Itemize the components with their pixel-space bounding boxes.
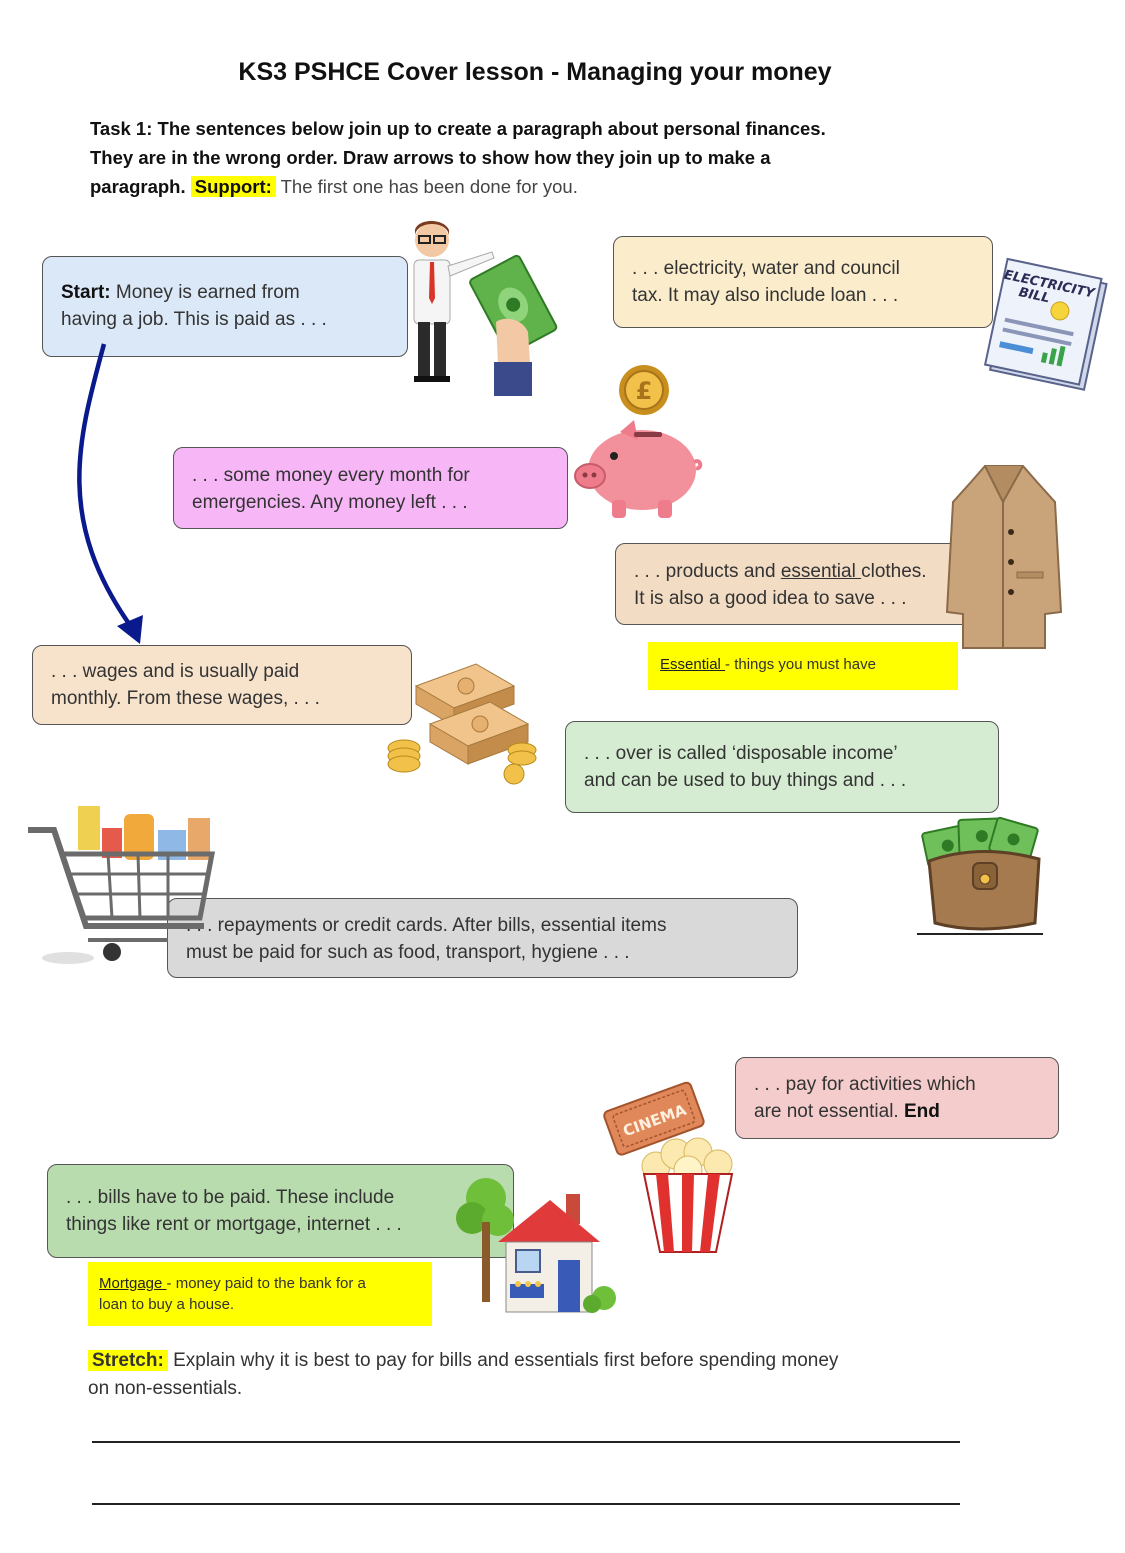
money-stack-icon — [387, 663, 537, 785]
start-label: Start: — [61, 282, 111, 303]
coat-icon — [945, 465, 1063, 649]
end-label: End — [903, 1101, 940, 1122]
mortgage-definition-1: - money paid to the bank for a — [166, 1275, 366, 1292]
repayments-line-1: . . . repayments or credit cards. After … — [186, 915, 667, 936]
definition-essential: Essential - things you must have — [648, 642, 958, 690]
svg-text:£: £ — [636, 377, 653, 405]
electricity-line-2: tax. It may also include loan . . . — [632, 285, 899, 306]
popcorn-icon — [641, 1137, 734, 1253]
answer-line-2[interactable] — [92, 1503, 960, 1505]
activities-line-2: are not essential. — [754, 1101, 904, 1122]
activities-line-1: . . . pay for activities which — [754, 1074, 976, 1095]
start-line-2: having a job. This is paid as . . . — [61, 309, 327, 330]
bills-line-2: things like rent or mortgage, internet .… — [66, 1214, 402, 1235]
task-line-1: Task 1: The sentences below join up to c… — [90, 118, 826, 139]
bills-line-1: . . . bills have to be paid. These inclu… — [66, 1187, 395, 1208]
disposable-line-1: . . . over is called ‘disposable income’ — [584, 743, 898, 764]
sentence-box-repayments[interactable]: . . . repayments or credit cards. After … — [167, 898, 798, 978]
businessman-icon — [413, 221, 495, 382]
savings-line-2: emergencies. Any money left . . . — [192, 492, 468, 513]
products-line-1b: clothes. — [861, 561, 927, 582]
sentence-box-disposable[interactable]: . . . over is called ‘disposable income’… — [565, 721, 999, 813]
products-line-2: It is also a good idea to save . . . — [634, 588, 907, 609]
mortgage-definition-2: loan to buy a house. — [99, 1296, 235, 1313]
repayments-line-2: must be paid for such as food, transport… — [186, 942, 630, 963]
bill-title-2: BILL — [1017, 285, 1051, 306]
support-label: Support: — [190, 176, 276, 197]
disposable-line-2: and can be used to buy things and . . . — [584, 770, 907, 791]
task-instructions: Task 1: The sentences below join up to c… — [90, 114, 990, 201]
sentence-box-electricity[interactable]: . . . electricity, water and council tax… — [613, 236, 993, 328]
answer-line-1[interactable] — [92, 1441, 960, 1443]
shopping-trolley-icon — [28, 806, 216, 964]
sentence-box-activities[interactable]: . . . pay for activities which are not e… — [735, 1057, 1059, 1139]
sentence-box-bills[interactable]: . . . bills have to be paid. These inclu… — [47, 1164, 514, 1258]
wages-line-1: . . . wages and is usually paid — [51, 661, 300, 682]
stretch-task: Stretch: Explain why it is best to pay f… — [88, 1347, 988, 1403]
definition-mortgage: Mortgage - money paid to the bank for a … — [88, 1262, 432, 1326]
wages-line-2: monthly. From these wages, . . . — [51, 688, 320, 709]
house-icon — [456, 1178, 616, 1313]
sentence-box-start[interactable]: Start: Money is earned from having a job… — [42, 256, 408, 357]
task-line-2: They are in the wrong order. Draw arrows… — [90, 147, 771, 168]
piggy-bank-icon — [574, 420, 703, 518]
products-line-1a: . . . products and — [634, 561, 781, 582]
savings-line-1: . . . some money every month for — [192, 465, 470, 486]
sentence-box-products[interactable]: . . . products and essential clothes. It… — [615, 543, 1014, 625]
essential-term: Essential — [660, 656, 726, 673]
page-title: KS3 PSHCE Cover lesson - Managing your m… — [238, 58, 832, 86]
electricity-line-1: . . . electricity, water and council — [632, 258, 900, 279]
cinema-ticket-icon: CINEMA — [603, 1081, 705, 1156]
pound-coin-icon: £ — [619, 365, 669, 415]
stretch-label: Stretch: — [88, 1350, 168, 1371]
sentence-box-wages[interactable]: . . . wages and is usually paid monthly.… — [32, 645, 412, 725]
electricity-bill-icon: ELECTRICITY BILL — [983, 257, 1108, 391]
task-line-3: paragraph. — [90, 176, 186, 197]
essential-underlined: essential — [780, 561, 862, 582]
essential-definition: - things you must have — [725, 656, 876, 673]
support-text: The first one has been done for you. — [280, 176, 578, 197]
wallet-icon — [917, 816, 1043, 935]
start-line-1: Money is earned from — [110, 282, 300, 303]
stretch-text-2: on non-essentials. — [88, 1378, 243, 1399]
stretch-text: Explain why it is best to pay for bills … — [167, 1350, 839, 1371]
mortgage-term: Mortgage — [99, 1275, 167, 1292]
cash-hand-icon — [469, 254, 558, 396]
sentence-box-savings[interactable]: . . . some money every month for emergen… — [173, 447, 568, 529]
